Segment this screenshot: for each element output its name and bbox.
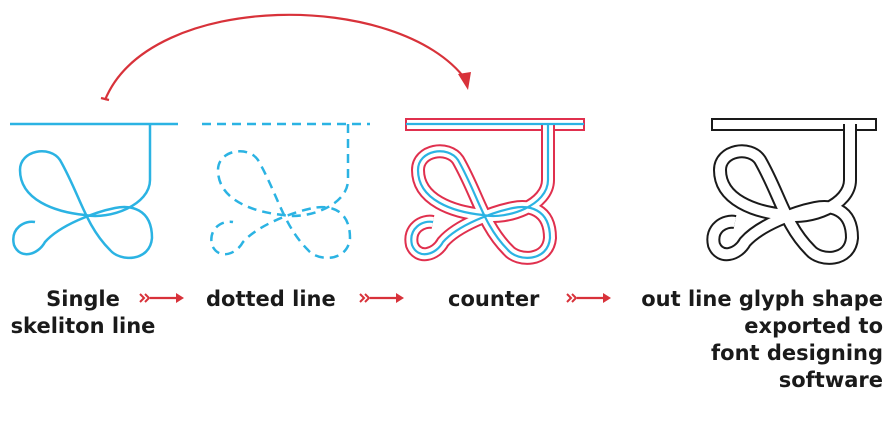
step-label-outline-glyph: out line glyph shape exported to font de… [641,287,883,392]
outline-glyph [712,119,877,258]
dotted-line-glyph [202,122,370,260]
double-chevron-arrow-icon [359,293,404,303]
curved-arrow-icon [100,13,471,102]
double-chevron-arrow-icon [139,293,184,303]
step-label-skeleton-line: Single skeliton line [10,287,156,338]
step-label-counter: counter [448,287,540,311]
double-chevron-arrow-icon [566,293,611,303]
counter-glyph [406,119,585,258]
skeleton-line-glyph [10,122,178,260]
step-label-dotted-line: dotted line [206,287,336,311]
